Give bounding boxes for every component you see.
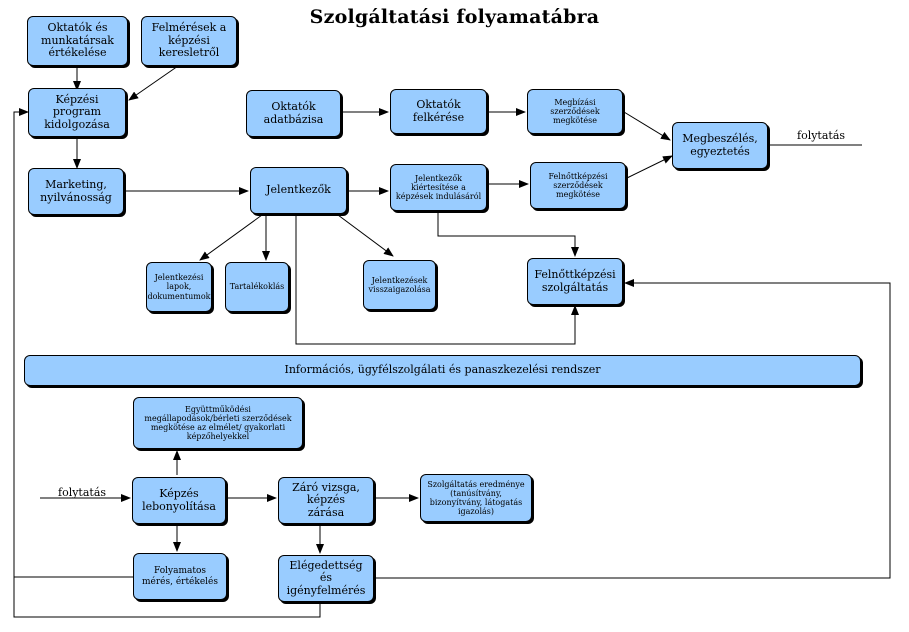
node-felmeresek: Felmérések a képzési keresletről (141, 16, 237, 66)
edge-szerzodesek-to-megbeszeles (626, 155, 673, 179)
diagram-title: Szolgáltatási folyamatábra (309, 6, 600, 28)
edge-jelentkezok-to-szolgaltatas (295, 215, 579, 345)
node-egyuttmukodesi: Együttműködési megállapodások/bérleti sz… (133, 397, 303, 449)
edge-jelentkezok-to-lapok (199, 214, 263, 261)
node-label: Oktatók és munkatársak értékelése (41, 21, 114, 60)
node-label: Elégedettség és igényfelmérés (286, 558, 366, 597)
node-oktatok-adatbazisa: Oktatók adatbázisa (246, 90, 341, 137)
node-oktatok-ertekelese: Oktatók és munkatársak értékelése (27, 16, 128, 66)
edge-meres-to-program (13, 108, 133, 578)
node-label: Szolgáltatás eredménye (tanúsítvány, biz… (427, 479, 525, 517)
node-felnottkepzesi-szerzodesek: Felnőttképzési szerződések megkötése (530, 162, 626, 209)
node-label: Marketing, nyilvánosság (40, 177, 112, 204)
edge-megbizasi-to-megbeszeles (623, 111, 671, 141)
label-folytatas-out: folytatás (797, 129, 846, 142)
node-label: Képzés lebonyolítása (142, 486, 216, 513)
node-oktatok-felkerese: Oktatók felkérése (390, 89, 487, 134)
node-kepzesi-program: Képzési program kidolgozása (28, 88, 126, 137)
node-label: Felmérések a képzési keresletről (151, 21, 227, 60)
node-label: Jelentkezési lapok, dokumentumok (147, 273, 211, 301)
node-label: Felnőttképzési szolgáltatás (534, 267, 616, 294)
node-label: Megbízási szerződések megkötése (550, 97, 600, 126)
node-felnottkepzesi-szolgaltatas: Felnőttképzési szolgáltatás (527, 258, 623, 305)
node-megbeszeles: Megbeszélés, egyeztetés (672, 122, 768, 169)
node-label: Megbeszélés, egyeztetés (682, 131, 758, 158)
node-label: Jelentkezések visszaigazolása (368, 275, 431, 294)
node-kepzes-lebonyolitasa: Képzés lebonyolítása (132, 477, 226, 524)
node-jelentkezesi-lapok: Jelentkezési lapok, dokumentumok (146, 262, 212, 312)
node-megbizasi: Megbízási szerződések megkötése (527, 89, 623, 134)
node-label: Folyamatos mérés, értékelés (141, 566, 218, 587)
node-label: Információs, ügyfélszolgálati és panaszk… (284, 363, 601, 377)
node-jelentkezesek-visszaigazolasa: Jelentkezések visszaigazolása (363, 260, 436, 310)
node-zaro-vizsga: Záró vizsga, képzés zárása (278, 477, 374, 524)
node-label: Oktatók adatbázisa (263, 99, 324, 126)
node-szolgaltatas-eredmenye: Szolgáltatás eredménye (tanúsítvány, biz… (420, 474, 532, 522)
label-folytatas-in: folytatás (58, 486, 107, 499)
node-jelentkezok: Jelentkezők (250, 167, 347, 214)
edge-elegedettseg-loop (13, 577, 321, 618)
edge-felmeresek-to-program (128, 65, 179, 101)
node-folyamatos-meres: Folyamatos mérés, értékelés (133, 553, 227, 600)
node-label: Jelentkezők kiértesítése a képzések indu… (395, 173, 482, 202)
node-label: Oktatók felkérése (412, 97, 465, 124)
edge-jelentkezok-to-visszaigazolas (337, 214, 394, 257)
node-label: Felnőttképzési szerződések megkötése (548, 171, 608, 200)
edge-elegedettseg-to-szolgaltatas (374, 279, 891, 579)
node-label: Együttműködési megállapodások/bérleti sz… (144, 404, 292, 442)
node-jelentkezok-kiertesitese: Jelentkezők kiértesítése a képzések indu… (390, 164, 487, 211)
node-informacios-rendszer: Információs, ügyfélszolgálati és panaszk… (24, 355, 861, 386)
node-tartalekoklas: Tartalékoklás (225, 262, 289, 312)
node-label: Tartalékoklás (229, 282, 285, 292)
node-label: Képzési program kidolgozása (44, 92, 110, 131)
node-elegedettseg: Elégedettség és igényfelmérés (278, 555, 374, 602)
node-label: Jelentkezők (266, 183, 331, 197)
edge-kiertesites-to-szolgaltatas (437, 210, 579, 257)
node-marketing: Marketing, nyilvánosság (28, 168, 124, 215)
node-label: Záró vizsga, képzés zárása (292, 480, 360, 519)
